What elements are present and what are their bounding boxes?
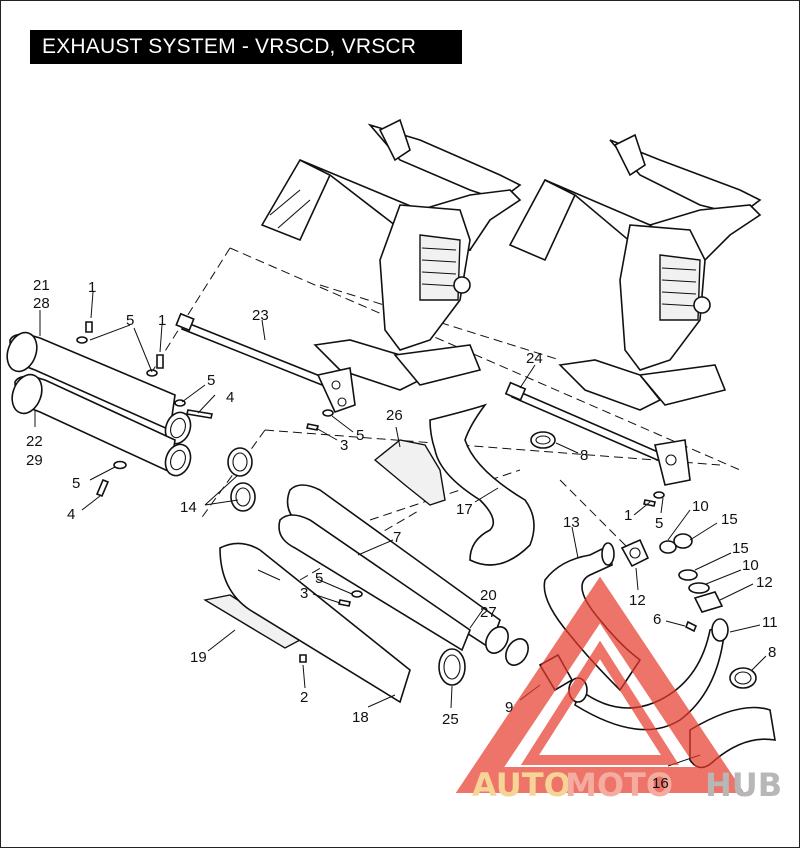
callout: 15 (732, 540, 749, 557)
heat-shield-26 (373, 439, 446, 506)
callout: 18 (352, 709, 369, 726)
callout: 25 (442, 711, 459, 728)
heat-shield-18-19 (203, 542, 411, 704)
callout: 9 (505, 699, 513, 716)
frame-right (508, 133, 762, 411)
diagram-title: EXHAUST SYSTEM - VRSCD, VRSCR (30, 30, 462, 64)
callout: 24 (526, 350, 543, 367)
callout: 8 (768, 644, 776, 661)
callout: 20 (480, 587, 497, 604)
callout: 11 (762, 614, 778, 631)
callout: 26 (386, 407, 403, 424)
callout: 29 (26, 452, 43, 469)
callout: 4 (67, 506, 75, 523)
callout: 17 (456, 501, 473, 518)
callout: 1 (158, 312, 166, 329)
callout: 21 (33, 277, 50, 294)
muffler-assembly-20 (278, 484, 529, 666)
clamp-25 (438, 648, 466, 686)
callouts: 21 28 1 5 1 23 5 4 22 29 5 4 14 3 5 26 2… (26, 277, 778, 792)
callout: 5 (356, 427, 364, 444)
watermark-triangle-outer (455, 576, 745, 793)
rod-23 (175, 312, 356, 413)
callout: 6 (653, 611, 661, 628)
callout: 27 (480, 604, 497, 621)
watermark-triangle-inner (520, 640, 680, 765)
callout: 19 (190, 649, 207, 666)
callout: 22 (26, 433, 43, 450)
callout: 14 (180, 499, 197, 516)
watermark-text-hub: HUB (705, 766, 782, 804)
callout: 28 (33, 295, 50, 312)
callout: 12 (629, 592, 646, 609)
callout: 10 (742, 557, 759, 574)
callout: 5 (655, 515, 663, 532)
clamp-8-lower (729, 667, 757, 689)
callout: 1 (88, 279, 96, 296)
callout: 4 (226, 389, 234, 406)
pipe-17 (429, 403, 535, 566)
watermark: AUTO MOTO HUB (455, 576, 782, 804)
callout: 12 (756, 574, 773, 591)
frame-left (260, 118, 522, 391)
callout: 5 (207, 372, 215, 389)
callout: 10 (692, 498, 709, 515)
rod-24 (504, 381, 691, 486)
clamp-14 (227, 447, 256, 512)
callout: 13 (563, 514, 580, 531)
watermark-text-auto: AUTO (472, 766, 571, 804)
callout: 8 (580, 447, 588, 464)
callout: 5 (315, 570, 323, 587)
muffler-upper (6, 331, 192, 445)
callout: 23 (252, 307, 269, 324)
callout: 5 (126, 312, 134, 329)
callout: 3 (300, 585, 308, 602)
callout: 1 (624, 507, 632, 524)
callout: 15 (721, 511, 738, 528)
callout: 5 (72, 475, 80, 492)
clamp-8-upper (530, 431, 556, 449)
callout: 16 (652, 775, 669, 792)
callout: 3 (340, 437, 348, 454)
callout: 2 (300, 689, 308, 706)
gaskets (620, 533, 724, 613)
watermark-text-moto: MOTO (565, 766, 673, 804)
leader-lines (34, 291, 767, 767)
hardware (76, 321, 698, 663)
callout: 7 (393, 529, 401, 546)
muffler-lower (11, 373, 192, 477)
